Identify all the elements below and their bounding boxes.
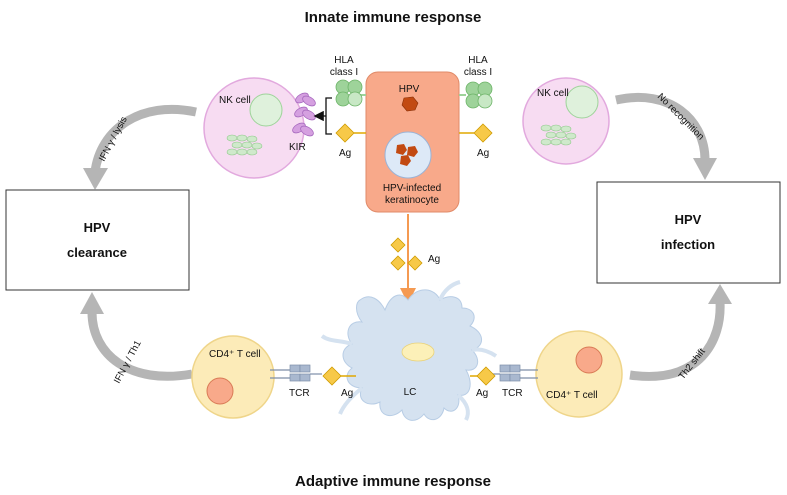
curved-arrow-top-left [83, 104, 197, 190]
antigen-bottom-left [322, 366, 356, 386]
lc-label: LC [404, 387, 417, 398]
kir-receptors [292, 92, 316, 137]
curved-arrow-top-right [615, 93, 717, 180]
keratinocyte-label-1: HPV-infected [383, 183, 441, 194]
nk-granules-right [540, 124, 577, 146]
curved-arrow-bottom-right [629, 284, 732, 381]
clearance-line2: clearance [67, 245, 127, 260]
kir-label: KIR [289, 142, 306, 153]
antigen-right [459, 123, 493, 143]
hla-left-label-1: HLA [334, 55, 354, 66]
tcr-right: TCR [488, 364, 538, 399]
hla-class-i-right [459, 81, 493, 109]
tcr-left-label: TCR [289, 388, 310, 399]
clearance-line1: HPV [84, 220, 111, 235]
nk-cell-right: NK cell [522, 77, 610, 165]
hpv-nuclear-virion-1 [396, 144, 407, 155]
ag-bottom-left-label: Ag [341, 388, 353, 399]
cd4-left-label: CD4⁺ T cell [209, 349, 261, 360]
arrow-label-no-recognition: No recognition [655, 91, 706, 142]
nk-granules-left [226, 134, 263, 156]
hpv-infection-box: HPV infection [596, 181, 781, 284]
lc-nucleus [401, 342, 435, 362]
ag-center-label: Ag [428, 254, 440, 265]
nk-cell-right-label: NK cell [537, 88, 569, 99]
keratinocyte-label-2: keratinocyte [385, 195, 439, 206]
infection-line2: infection [661, 237, 715, 252]
hpv-virion-icon [401, 96, 419, 112]
antigen-left [335, 123, 366, 143]
hpv-clearance-box: HPV clearance [5, 189, 190, 291]
arrow-label-ifn-lysis: IFN γ / lysis [97, 115, 130, 164]
curved-arrow-bottom-left [80, 292, 193, 381]
innate-title: Innate immune response [305, 9, 482, 26]
infection-line1: HPV [675, 212, 702, 227]
nk-cell-left: NK cell [203, 77, 305, 179]
arrow-label-th2-shift: Th2 shift [677, 346, 708, 382]
cd4-right-label: CD4⁺ T cell [546, 390, 598, 401]
ag-bottom-right-label: Ag [476, 388, 488, 399]
tcr-left: TCR [270, 364, 322, 399]
hla-left-label-2: class I [330, 67, 358, 78]
cd4-t-cell-right: CD4⁺ T cell [535, 330, 623, 418]
nk-cell-left-label: NK cell [219, 95, 251, 106]
hla-right-label-1: HLA [468, 55, 488, 66]
ag-left-label: Ag [339, 148, 351, 159]
hpv-label: HPV [399, 84, 420, 95]
cd4-t-cell-left: CD4⁺ T cell [191, 335, 275, 419]
ag-right-label: Ag [477, 148, 489, 159]
inhibition-bracket [313, 97, 332, 135]
hla-right-label-2: class I [464, 67, 492, 78]
adaptive-title: Adaptive immune response [295, 473, 491, 490]
hla-class-i-left [335, 79, 366, 107]
antigen-cluster [390, 237, 423, 271]
hpv-nuclear-virion-3 [400, 155, 411, 166]
langerhans-cell: LC [320, 280, 498, 421]
antigen-bottom-right [470, 366, 496, 386]
hpv-infected-keratinocyte: HPV HPV-infected keratinocyte [365, 71, 460, 213]
tcr-right-label: TCR [502, 388, 523, 399]
hpv-nuclear-virion-2 [407, 146, 418, 157]
